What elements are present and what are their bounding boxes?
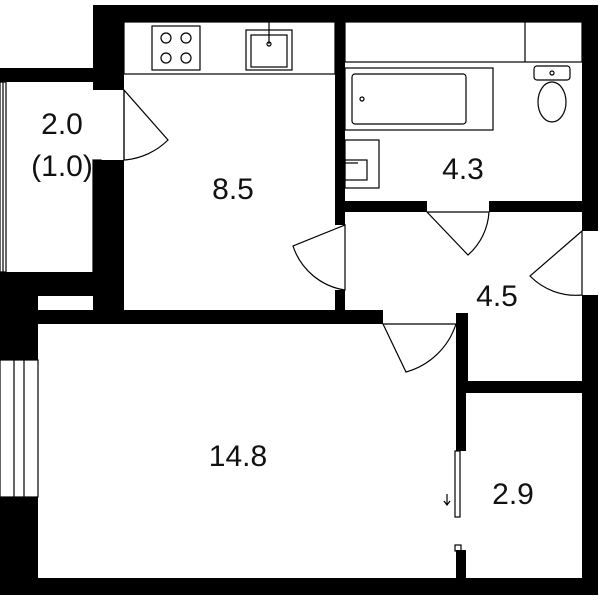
wall-living-left-lower	[0, 497, 38, 595]
room-area-storage: 2.9	[492, 478, 534, 511]
door-living	[382, 323, 457, 373]
wall-balcony-top	[0, 68, 124, 82]
wall-hall-right-upper	[582, 201, 598, 231]
wall-storage-left-upper	[456, 313, 468, 383]
room-area-bathroom: 4.3	[442, 153, 484, 186]
sink-icon	[245, 22, 293, 71]
window-living	[0, 359, 39, 498]
wall-bottom	[0, 578, 598, 595]
windows	[0, 81, 102, 498]
arrow-down-icon	[443, 494, 451, 506]
room-area-balcony: 2.0	[41, 108, 83, 141]
room-area-kitchen: 8.5	[212, 173, 254, 206]
doors	[123, 88, 583, 552]
kitchen-counter	[123, 21, 336, 75]
door-storage	[454, 450, 461, 518]
door-kitchen	[292, 224, 346, 291]
door-entrance	[529, 229, 583, 296]
wall-kitchen-living-2	[93, 310, 383, 324]
wall-right	[582, 5, 598, 595]
stove-icon	[151, 25, 201, 71]
toilet-icon	[533, 65, 571, 123]
wall-storage-left-mid	[456, 393, 466, 451]
room-area-living: 14.8	[209, 440, 267, 473]
wall-bath-hall-left	[335, 201, 427, 212]
bathtub-icon	[344, 67, 494, 131]
bath-shelf	[344, 21, 583, 63]
wall-storage-left-low	[456, 550, 466, 595]
room-area-balcony-reduced: (1.0)	[31, 150, 93, 183]
room-area-hall: 4.5	[476, 280, 518, 313]
door-balcony	[123, 88, 169, 161]
washbasin-icon	[344, 139, 380, 189]
wall-storage-top	[456, 381, 598, 393]
wall-kitchen-bath	[335, 5, 345, 225]
wall-bath-hall-right	[489, 201, 598, 212]
wall-top	[93, 5, 598, 22]
wall-kitchen-hall	[335, 290, 345, 324]
door-bathroom	[425, 211, 490, 256]
